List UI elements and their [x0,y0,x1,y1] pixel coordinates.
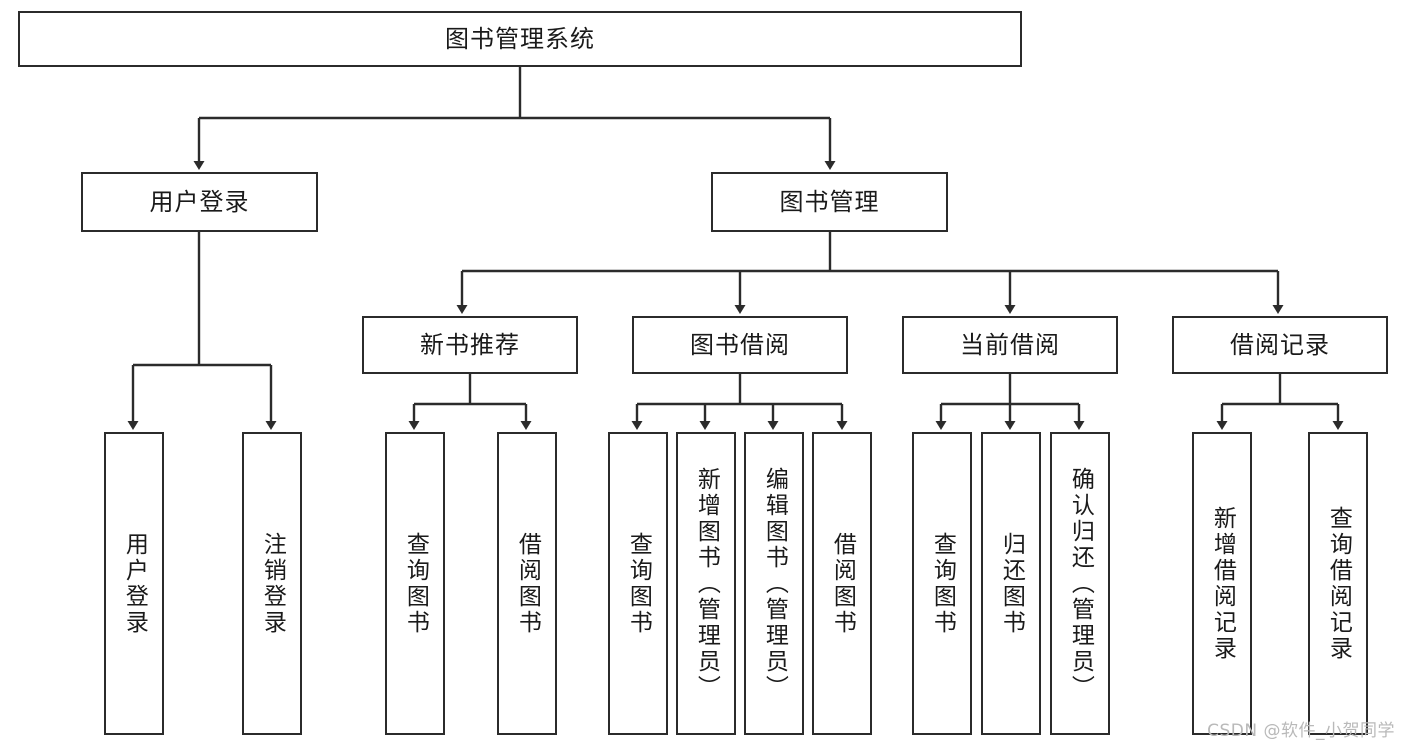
node-label: 用户登录 [149,187,250,216]
leaf-borrow-edit-book[interactable]: 编辑图书（管理员） [744,432,804,735]
node-label: 用户登录 [121,531,148,636]
leaf-current-query-book[interactable]: 查询图书 [912,432,972,735]
node-label: 查询借阅记录 [1325,505,1352,662]
node-label: 注销登录 [259,531,286,636]
node-book-management[interactable]: 图书管理 [711,172,948,232]
node-label: 图书管理系统 [445,24,595,53]
leaf-user-login-logout[interactable]: 注销登录 [242,432,302,735]
leaf-borrow-borrow-book[interactable]: 借阅图书 [812,432,872,735]
node-root-system[interactable]: 图书管理系统 [18,11,1022,67]
node-label: 新增借阅记录 [1209,505,1236,662]
node-label: 查询图书 [402,531,429,636]
node-new-book-recommend[interactable]: 新书推荐 [362,316,578,374]
leaf-borrow-query-book[interactable]: 查询图书 [608,432,668,735]
node-label: 新书推荐 [420,330,520,359]
node-label: 编辑图书（管理员） [761,466,788,701]
leaf-recommend-query-book[interactable]: 查询图书 [385,432,445,735]
node-label: 查询图书 [625,531,652,636]
node-label: 确认归还（管理员） [1067,466,1094,701]
node-label: 当前借阅 [960,330,1060,359]
watermark-text: CSDN @软件_小贺同学 [1207,721,1395,741]
node-label: 查询图书 [929,531,956,636]
node-label: 新增图书（管理员） [693,466,720,701]
node-label: 借阅图书 [514,531,541,636]
leaf-records-query-record[interactable]: 查询借阅记录 [1308,432,1368,735]
node-label: 图书管理 [779,187,880,216]
node-current-borrow[interactable]: 当前借阅 [902,316,1118,374]
node-label: 借阅图书 [829,531,856,636]
node-label: 归还图书 [998,531,1025,636]
leaf-user-login-login[interactable]: 用户登录 [104,432,164,735]
leaf-recommend-borrow-book[interactable]: 借阅图书 [497,432,557,735]
leaf-current-confirm-return[interactable]: 确认归还（管理员） [1050,432,1110,735]
leaf-borrow-add-book[interactable]: 新增图书（管理员） [676,432,736,735]
node-borrow-records[interactable]: 借阅记录 [1172,316,1388,374]
node-book-borrow[interactable]: 图书借阅 [632,316,848,374]
leaf-current-return-book[interactable]: 归还图书 [981,432,1041,735]
node-label: 借阅记录 [1230,330,1330,359]
leaf-records-add-record[interactable]: 新增借阅记录 [1192,432,1252,735]
node-user-login[interactable]: 用户登录 [81,172,318,232]
node-label: 图书借阅 [690,330,790,359]
